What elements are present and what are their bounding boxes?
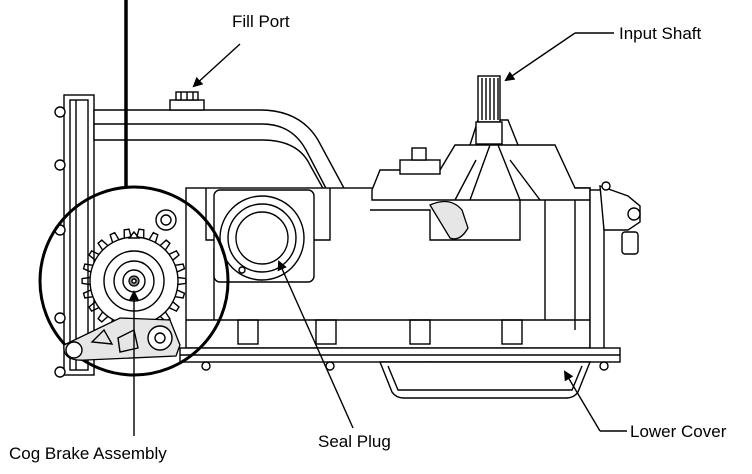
left-end-plate [63,94,95,376]
lower-cover-arrow [563,370,601,432]
input-shaft-arrow [504,32,576,82]
lower-cover-label: Lower Cover [630,422,727,441]
input-shaft-label: Input Shaft [619,24,702,43]
transmission-housing [54,75,641,399]
cog-brake-assembly [38,185,230,377]
seal-plug-arrow [277,260,354,429]
input-shaft [475,75,503,145]
fill-port-label: Fill Port [232,12,290,31]
cog-brake-label: Cog Brake Assembly [9,444,167,463]
lower-cover-pan [378,361,592,399]
callout-lower-cover: Lower Cover [563,370,727,441]
knob [429,200,469,240]
callout-input-shaft: Input Shaft [504,24,702,82]
fill-port-arrow [192,43,241,88]
fill-port-plug [169,91,205,111]
seal-plug-boss [213,189,315,283]
brake-lever [63,317,181,361]
callout-fill-port: Fill Port [192,12,290,88]
seal-plug-label: Seal Plug [318,432,391,451]
cog-gear [81,228,187,334]
callout-cog-brake: Cog Brake Assembly [9,0,167,463]
callout-seal-plug: Seal Plug [277,260,391,451]
right-end-bracket [589,181,641,361]
